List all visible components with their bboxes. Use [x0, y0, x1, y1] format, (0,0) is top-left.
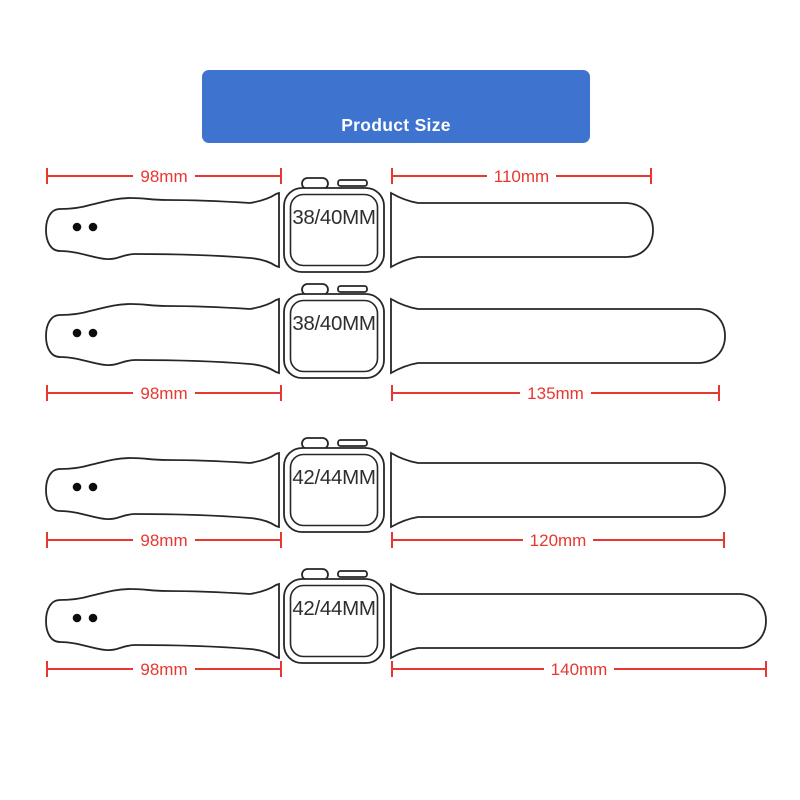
band-diagram-row1: 38/40MM [45, 177, 654, 273]
dimension-line [48, 175, 134, 177]
dimension-row1-left: 98mm [46, 166, 283, 186]
product-size-banner: Product Size [202, 70, 590, 143]
watch-size-label: 42/44MM [292, 597, 375, 620]
dimension-tick [391, 532, 393, 548]
dimension-label: 120mm [529, 530, 587, 550]
dimension-line [393, 392, 521, 394]
watch-size-label: 42/44MM [292, 466, 375, 489]
dimension-line [393, 668, 544, 670]
dimension-tick [280, 168, 283, 184]
dimension-line [556, 175, 650, 177]
dimension-label: 98mm [140, 383, 188, 403]
left-strap [45, 583, 280, 659]
dimension-row4-left: 98mm [46, 659, 283, 679]
dimension-tick [391, 168, 393, 184]
dimension-tick [650, 168, 652, 184]
dimension-row4-right: 140mm [391, 659, 767, 679]
left-strap [45, 192, 280, 268]
dimension-tick [391, 385, 393, 401]
dimension-tick [280, 532, 283, 548]
dimension-row3-left: 98mm [46, 530, 283, 550]
dimension-tick [391, 661, 393, 677]
dimension-line [593, 539, 723, 541]
dimension-label: 98mm [140, 530, 188, 550]
left-strap [45, 298, 280, 374]
right-strap [390, 582, 767, 660]
dimension-tick [46, 385, 48, 401]
dimension-tick [46, 661, 48, 677]
dimension-tick [46, 532, 48, 548]
dimension-line [590, 392, 718, 394]
dimension-line [194, 392, 281, 394]
right-strap [390, 451, 726, 529]
dimension-row2-left: 98mm [46, 383, 283, 403]
dimension-row1-right: 110mm [391, 166, 652, 186]
dimension-line [614, 668, 765, 670]
dimension-row2-right: 135mm [391, 383, 720, 403]
band-diagram-row3: 42/44MM [45, 437, 726, 533]
dimension-line [194, 668, 281, 670]
dimension-label: 135mm [527, 383, 584, 403]
left-strap [45, 452, 280, 528]
banner-title: Product Size [341, 114, 451, 135]
watch-size-label: 38/40MM [292, 312, 375, 335]
dimension-line [393, 175, 487, 177]
dimension-label: 110mm [493, 166, 550, 186]
dimension-tick [46, 168, 48, 184]
dimension-line [194, 175, 281, 177]
dimension-label: 140mm [550, 659, 608, 679]
band-diagram-row4: 42/44MM [45, 568, 767, 664]
right-strap [390, 191, 654, 269]
dimension-tick [718, 385, 720, 401]
dimension-tick [765, 661, 767, 677]
dimension-tick [280, 661, 283, 677]
dimension-label: 98mm [140, 659, 188, 679]
watch-size-label: 38/40MM [292, 206, 375, 229]
band-diagram-row2: 38/40MM [45, 283, 726, 379]
dimension-line [48, 668, 134, 670]
right-strap [390, 297, 726, 375]
dimension-tick [280, 385, 283, 401]
dimension-row3-right: 120mm [391, 530, 725, 550]
dimension-line [194, 539, 281, 541]
dimension-line [393, 539, 523, 541]
dimension-tick [723, 532, 725, 548]
dimension-line [48, 392, 134, 394]
dimension-line [48, 539, 134, 541]
dimension-label: 98mm [140, 166, 188, 186]
